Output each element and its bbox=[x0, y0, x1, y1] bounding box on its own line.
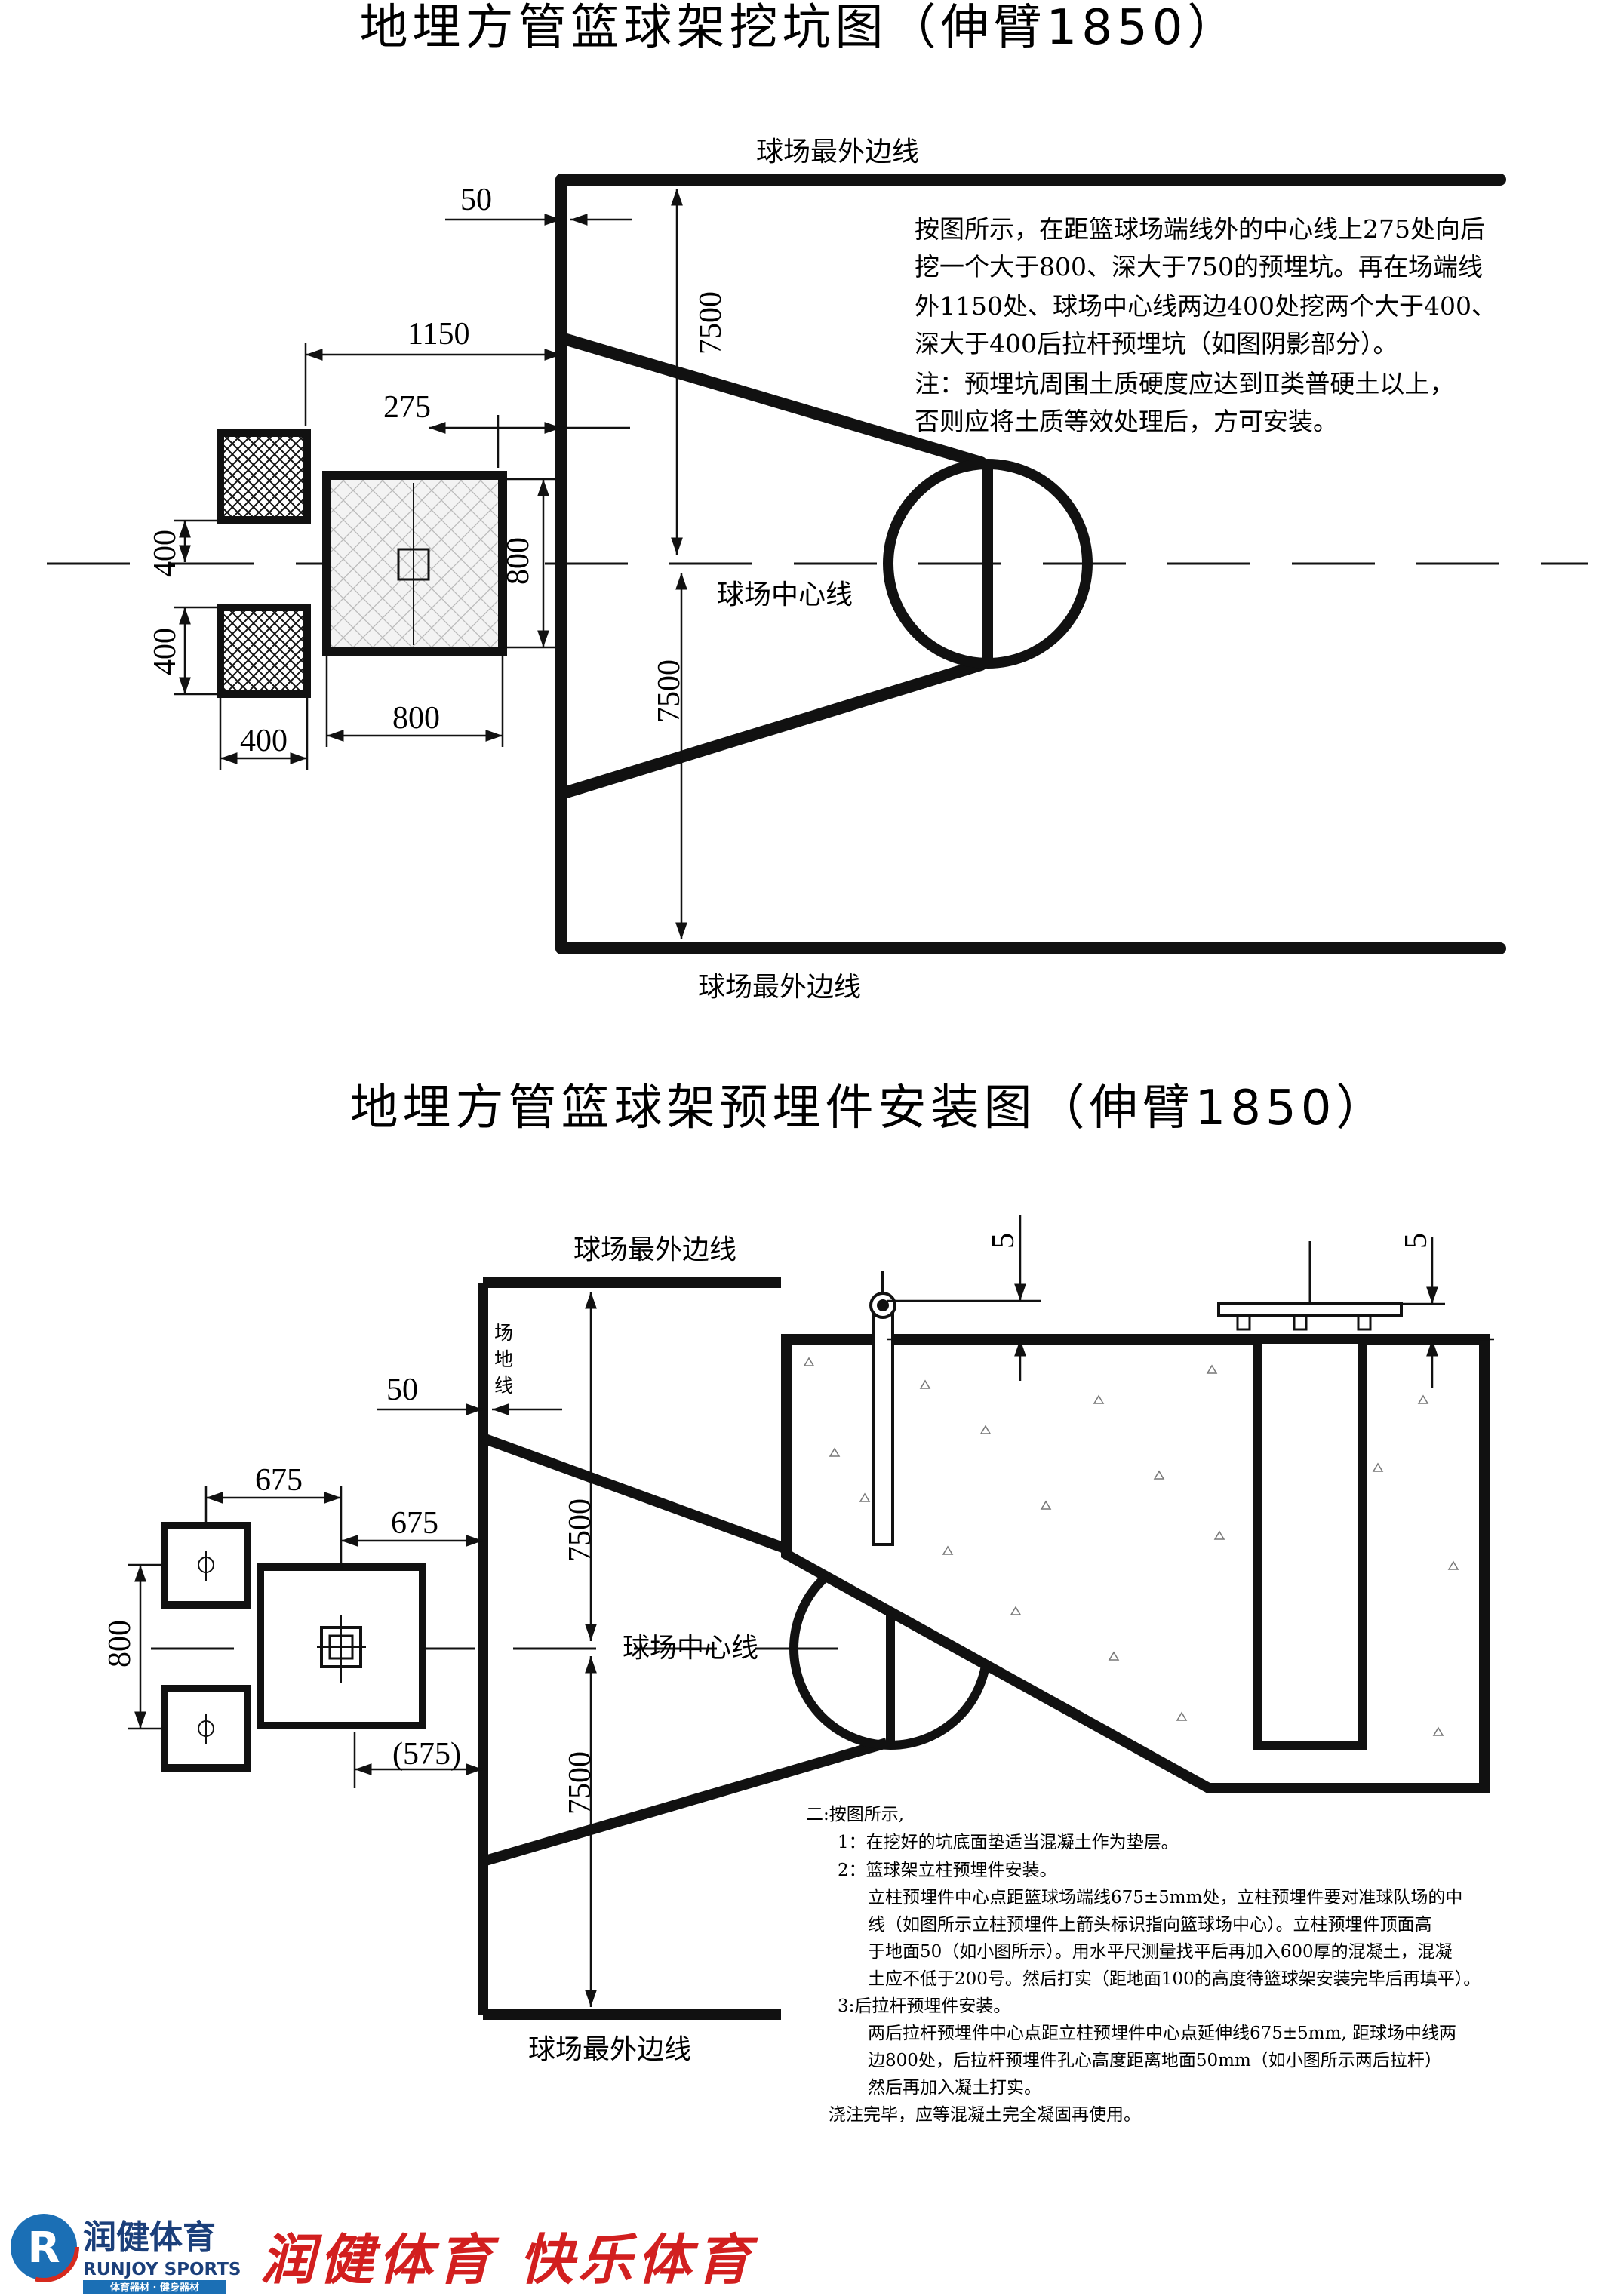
d1-note: 按图所示，在距篮球场端线外的中心线上275处向后 挖一个大于800、深大于750… bbox=[915, 214, 1496, 436]
d2-brace-holes bbox=[198, 1551, 214, 1744]
logo-mark-r: R bbox=[27, 2224, 60, 2273]
d1-dim-400-upper: 400 bbox=[148, 530, 183, 577]
svg-text:深大于400后拉杆预埋坑（如图阴影部分）。: 深大于400后拉杆预埋坑（如图阴影部分）。 bbox=[915, 329, 1398, 358]
d2-court-outline bbox=[478, 1277, 888, 2020]
svg-text:按图所示，在距篮球场端线外的中心线上275处向后: 按图所示，在距篮球场端线外的中心线上275处向后 bbox=[915, 214, 1485, 244]
d2-dim-5-left: 5 bbox=[986, 1233, 1021, 1249]
svg-text:边800处，后拉杆预埋件孔心高度距离地面50mm（如小图所示: 边800处，后拉杆预埋件孔心高度距离地面50mm（如小图所示两后拉杆） bbox=[868, 2051, 1442, 2070]
svg-text:然后再加入凝土打实。: 然后再加入凝土打实。 bbox=[868, 2078, 1041, 2098]
d1-dim-275: 275 bbox=[383, 390, 431, 425]
svg-text:立柱预埋件中心点距篮球场端线675±5mm处，立柱预埋件要对: 立柱预埋件中心点距篮球场端线675±5mm处，立柱预埋件要对准球队场的中 bbox=[868, 1888, 1462, 1907]
slogan: 润健体育 快乐体育 bbox=[260, 2227, 758, 2291]
d2-brace-rod bbox=[869, 1271, 896, 1546]
d2-dim-800: 800 bbox=[103, 1620, 137, 1667]
d1-outer-line-bottom-label: 球场最外边线 bbox=[698, 972, 861, 1003]
diagram2-title: 地埋方管篮球架预埋件安装图（伸臂1850） bbox=[350, 1080, 1389, 1136]
d2-dim-575: (575) bbox=[392, 1737, 461, 1772]
d2-note: 二:按图所示, 1：在挖好的坑底面垫适当混凝土作为垫层。 2：篮球架立柱预埋件安… bbox=[806, 1805, 1481, 2125]
d1-brace-pit-upper bbox=[217, 429, 311, 524]
d2-concrete-speckles bbox=[803, 1357, 1459, 1736]
d2-dim-50: 50 bbox=[386, 1372, 418, 1407]
d2-outer-line-bottom-label: 球场最外边线 bbox=[528, 2034, 691, 2065]
svg-text:土应不低于200号。然后打实（距地面100的高度待篮球架安装: 土应不低于200号。然后打实（距地面100的高度待篮球架安装完毕后再填平）。 bbox=[868, 1969, 1481, 1989]
d2-column-embed bbox=[1217, 1241, 1403, 1750]
svg-text:否则应将土质等效处理后，方可安装。: 否则应将土质等效处理后，方可安装。 bbox=[915, 407, 1338, 436]
d1-dim-50: 50 bbox=[460, 183, 492, 217]
d2-center-line-label: 球场中心线 bbox=[623, 1633, 758, 1664]
svg-text:二:按图所示,: 二:按图所示, bbox=[806, 1805, 904, 1824]
diagram1-title: 地埋方管篮球架挖坑图（伸臂1850） bbox=[360, 0, 1241, 56]
d1-dim-7500-top: 7500 bbox=[693, 291, 728, 355]
svg-text:浇注完毕，应等混凝土完全凝固再使用。: 浇注完毕，应等混凝土完全凝固再使用。 bbox=[829, 2105, 1141, 2125]
brand-subline: 体育器材 · 健身器材 bbox=[110, 2282, 199, 2294]
d2-main-plate bbox=[317, 1615, 366, 1683]
svg-text:外1150处、球场中心线两边400处挖两个大于400、: 外1150处、球场中心线两边400处挖两个大于400、 bbox=[915, 291, 1496, 321]
d2-dimension-lines bbox=[128, 1215, 1494, 2007]
d1-center-line-label: 球场中心线 bbox=[717, 579, 853, 610]
d1-dim-400-lower: 400 bbox=[148, 628, 183, 675]
svg-text:于地面50（如小图所示）。用水平尺测量找平后再加入600厚的: 于地面50（如小图所示）。用水平尺测量找平后再加入600厚的混凝土，混凝 bbox=[868, 1942, 1453, 1962]
d1-brace-pit-lower bbox=[217, 604, 311, 698]
d2-dim-7500-bottom: 7500 bbox=[563, 1751, 598, 1815]
svg-text:注：预埋坑周围土质硬度应达到Ⅱ类普硬土以上，: 注：预埋坑周围土质硬度应达到Ⅱ类普硬土以上， bbox=[915, 369, 1454, 398]
d2-dim-675-top: 675 bbox=[255, 1463, 303, 1498]
svg-text:地: 地 bbox=[494, 1348, 513, 1370]
brand-name-en: RUNJOY SPORTS bbox=[83, 2260, 241, 2279]
brand-name-cn: 润健体育 bbox=[83, 2218, 216, 2257]
d1-dim-800-bottom: 800 bbox=[392, 701, 440, 736]
d2-dim-7500-top: 7500 bbox=[563, 1498, 598, 1562]
d1-outer-line-top-label: 球场最外边线 bbox=[756, 137, 919, 168]
d2-field-line-label: 场 地 线 bbox=[494, 1322, 513, 1397]
svg-text:3:后拉杆预埋件安装。: 3:后拉杆预埋件安装。 bbox=[838, 1996, 1010, 2016]
svg-text:两后拉杆预埋件中心点距立柱预埋件中心点延伸线675±5mm,: 两后拉杆预埋件中心点距立柱预埋件中心点延伸线675±5mm, 距球场中线两 bbox=[868, 2024, 1456, 2043]
svg-text:线: 线 bbox=[494, 1375, 513, 1397]
d1-dim-7500-bottom: 7500 bbox=[652, 659, 687, 723]
d2-dim-675-second: 675 bbox=[391, 1506, 438, 1541]
svg-text:1：在挖好的坑底面垫适当混凝土作为垫层。: 1：在挖好的坑底面垫适当混凝土作为垫层。 bbox=[838, 1833, 1179, 1852]
d1-main-pit bbox=[322, 471, 507, 656]
svg-text:线（如图所示立柱预埋件上箭头标识指向篮球场中心）。立柱预埋件: 线（如图所示立柱预埋件上箭头标识指向篮球场中心）。立柱预埋件顶面高 bbox=[868, 1915, 1432, 1935]
d2-dim-5-right: 5 bbox=[1399, 1233, 1434, 1249]
d1-dim-1150: 1150 bbox=[407, 317, 469, 352]
d1-dimension-lines bbox=[174, 189, 687, 939]
svg-text:挖一个大于800、深大于750的预埋坑。再在场端线: 挖一个大于800、深大于750的预埋坑。再在场端线 bbox=[915, 252, 1483, 281]
svg-text:场: 场 bbox=[494, 1322, 513, 1344]
d1-court-outline bbox=[555, 174, 1506, 954]
svg-text:2：篮球架立柱预埋件安装。: 2：篮球架立柱预埋件安装。 bbox=[838, 1861, 1057, 1880]
d2-outer-line-top-label: 球场最外边线 bbox=[573, 1234, 736, 1265]
d1-dim-800-vertical: 800 bbox=[501, 537, 536, 585]
d1-dim-400-bottom: 400 bbox=[240, 724, 288, 758]
brand-logo: R 润健体育 RUNJOY SPORTS 体育器材 · 健身器材 bbox=[8, 2211, 241, 2294]
